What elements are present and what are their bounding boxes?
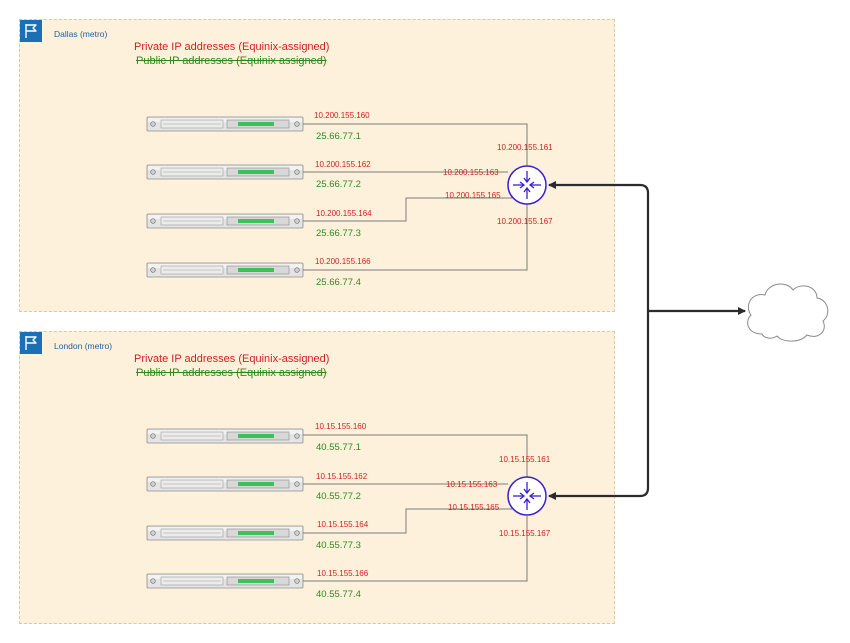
server-private-ip: 10.200.155.160 [314, 111, 370, 120]
router-interface-ip: 10.200.155.161 [497, 143, 553, 152]
server-private-ip: 10.15.155.160 [315, 422, 367, 431]
server-public-ip: 40.55.77.1 [316, 442, 361, 453]
server-rack-icon [146, 213, 304, 229]
server-rack-icon [146, 164, 304, 180]
server-rack-icon [146, 573, 304, 589]
server-public-ip: 40.55.77.4 [316, 589, 361, 600]
flag-icon [20, 20, 42, 42]
legend-private-ip: Private IP addresses (Equinix-assigned) [134, 41, 330, 53]
router-interface-ip: 10.200.155.167 [497, 217, 553, 226]
server-rack-icon [146, 476, 304, 492]
server-private-ip: 10.15.155.166 [317, 569, 369, 578]
server-private-ip: 10.200.155.166 [315, 257, 371, 266]
cloud-icon [747, 283, 829, 342]
dallas-connections [303, 123, 528, 271]
flag-icon [20, 332, 42, 354]
server-rack-icon [146, 262, 304, 278]
region-dallas: Dallas (metro) Private IP addresses (Equ… [19, 19, 615, 312]
server-public-ip: 40.55.77.2 [316, 491, 361, 502]
server-public-ip: 25.66.77.4 [316, 277, 361, 288]
server-rack-icon [146, 525, 304, 541]
region-title: London (metro) [54, 341, 113, 351]
server-public-ip: 25.66.77.2 [316, 179, 361, 190]
server-public-ip: 25.66.77.1 [316, 131, 361, 142]
legend-private-ip: Private IP addresses (Equinix-assigned) [134, 353, 330, 365]
london-connections [303, 434, 528, 582]
region-london: London (metro) Private IP addresses (Equ… [19, 331, 615, 624]
server-public-ip: 40.55.77.3 [316, 540, 361, 551]
router-icon [507, 476, 547, 516]
legend-public-ip: Public IP addresses (Equinix assigned) [136, 55, 327, 67]
router-icon [507, 165, 547, 205]
router-interface-ip: 10.15.155.163 [446, 480, 498, 489]
server-rack-icon [146, 428, 304, 444]
router-interface-ip: 10.15.155.167 [499, 529, 551, 538]
router-interface-ip: 10.15.155.165 [448, 503, 500, 512]
server-private-ip: 10.200.155.164 [316, 209, 372, 218]
router-interface-ip: 10.200.155.165 [445, 191, 501, 200]
server-private-ip: 10.15.155.164 [317, 520, 369, 529]
router-interface-ip: 10.200.155.163 [443, 168, 499, 177]
server-private-ip: 10.15.155.162 [316, 472, 368, 481]
server-rack-icon [146, 116, 304, 132]
legend-public-ip: Public IP addresses (Equinix assigned) [136, 367, 327, 379]
internet-links [548, 181, 746, 500]
region-title: Dallas (metro) [54, 29, 108, 39]
server-public-ip: 25.66.77.3 [316, 228, 361, 239]
server-private-ip: 10.200.155.162 [315, 160, 371, 169]
router-interface-ip: 10.15.155.161 [499, 455, 551, 464]
